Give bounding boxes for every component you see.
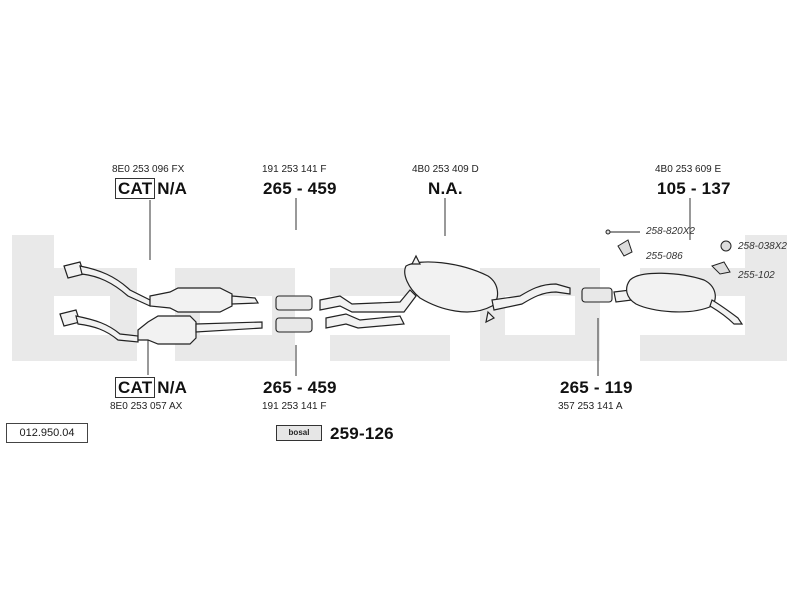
part-number-front-cat-upper: N/A (157, 179, 188, 198)
oem-number-front-cat-lower: 8E0 253 057 AX (110, 401, 183, 412)
oem-number-front-cat-upper: 8E0 253 096 FX (112, 164, 185, 175)
accessory-hanger-b-label: 255-102 (738, 270, 775, 281)
part-number-front-cat-lower: N/A (157, 378, 188, 397)
oem-number-clamp-lower: 191 253 141 F (262, 401, 327, 412)
leader-lines (147, 198, 691, 376)
oem-number-rear-clamp: 357 253 141 A (558, 401, 623, 412)
part-number-paste: 259-126 (330, 424, 394, 443)
part-number-rear-muffler: 105 - 137 (657, 179, 731, 198)
center-muffler-graphic (319, 254, 571, 329)
rear-muffler-graphic (613, 272, 744, 325)
catalog-number-box: 012.950.04 (6, 423, 88, 443)
cat-box-lower: CAT (115, 377, 156, 398)
upper-catalytic-converter-graphic (63, 261, 260, 313)
oem-number-center-muffler: 4B0 253 409 D (412, 164, 479, 175)
part-number-clamp-upper: 265 - 459 (263, 179, 337, 198)
clamp-graphics (275, 287, 613, 333)
part-number-rear-clamp: 265 - 119 (560, 378, 633, 397)
oem-number-clamp-upper: 191 253 141 F (262, 164, 327, 175)
accessory-graphics (605, 229, 732, 275)
part-number-center-muffler: N.A. (428, 179, 463, 198)
bosal-paste-badge: bosal (276, 425, 322, 441)
part-number-clamp-lower: 265 - 459 (263, 378, 337, 397)
accessory-hanger-a-label: 255-086 (646, 251, 683, 262)
accessory-bolt-label: 258-820X2 (646, 226, 695, 237)
oem-number-rear-muffler: 4B0 253 609 E (655, 164, 722, 175)
accessory-nut-label: 258-038X2 (738, 241, 787, 252)
lower-catalytic-converter-graphic (59, 309, 263, 345)
cat-box-upper: CAT (115, 178, 156, 199)
